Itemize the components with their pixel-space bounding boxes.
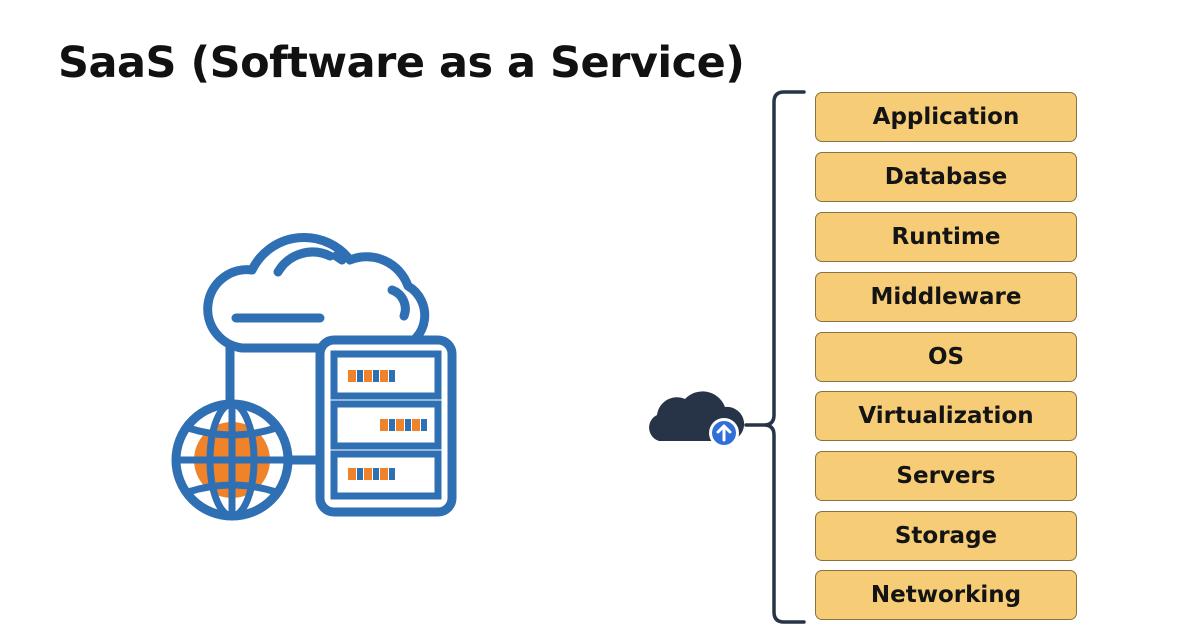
saas-stack: Application Database Runtime Middleware …	[815, 92, 1081, 622]
layer-storage: Storage	[815, 511, 1077, 561]
layer-networking: Networking	[815, 570, 1077, 620]
layer-os: OS	[815, 332, 1077, 382]
layer-middleware: Middleware	[815, 272, 1077, 322]
layer-runtime: Runtime	[815, 212, 1077, 262]
layer-application: Application	[815, 92, 1077, 142]
page-title: SaaS (Software as a Service)	[58, 38, 745, 88]
curly-bracket	[744, 90, 806, 624]
layer-virtualization: Virtualization	[815, 391, 1077, 441]
server-rack-icon	[315, 335, 457, 517]
cloud-server-globe-icon	[171, 233, 457, 521]
layer-database: Database	[815, 152, 1077, 202]
cloud-upload-icon	[649, 391, 745, 448]
globe-icon	[171, 399, 293, 521]
layer-servers: Servers	[815, 451, 1077, 501]
